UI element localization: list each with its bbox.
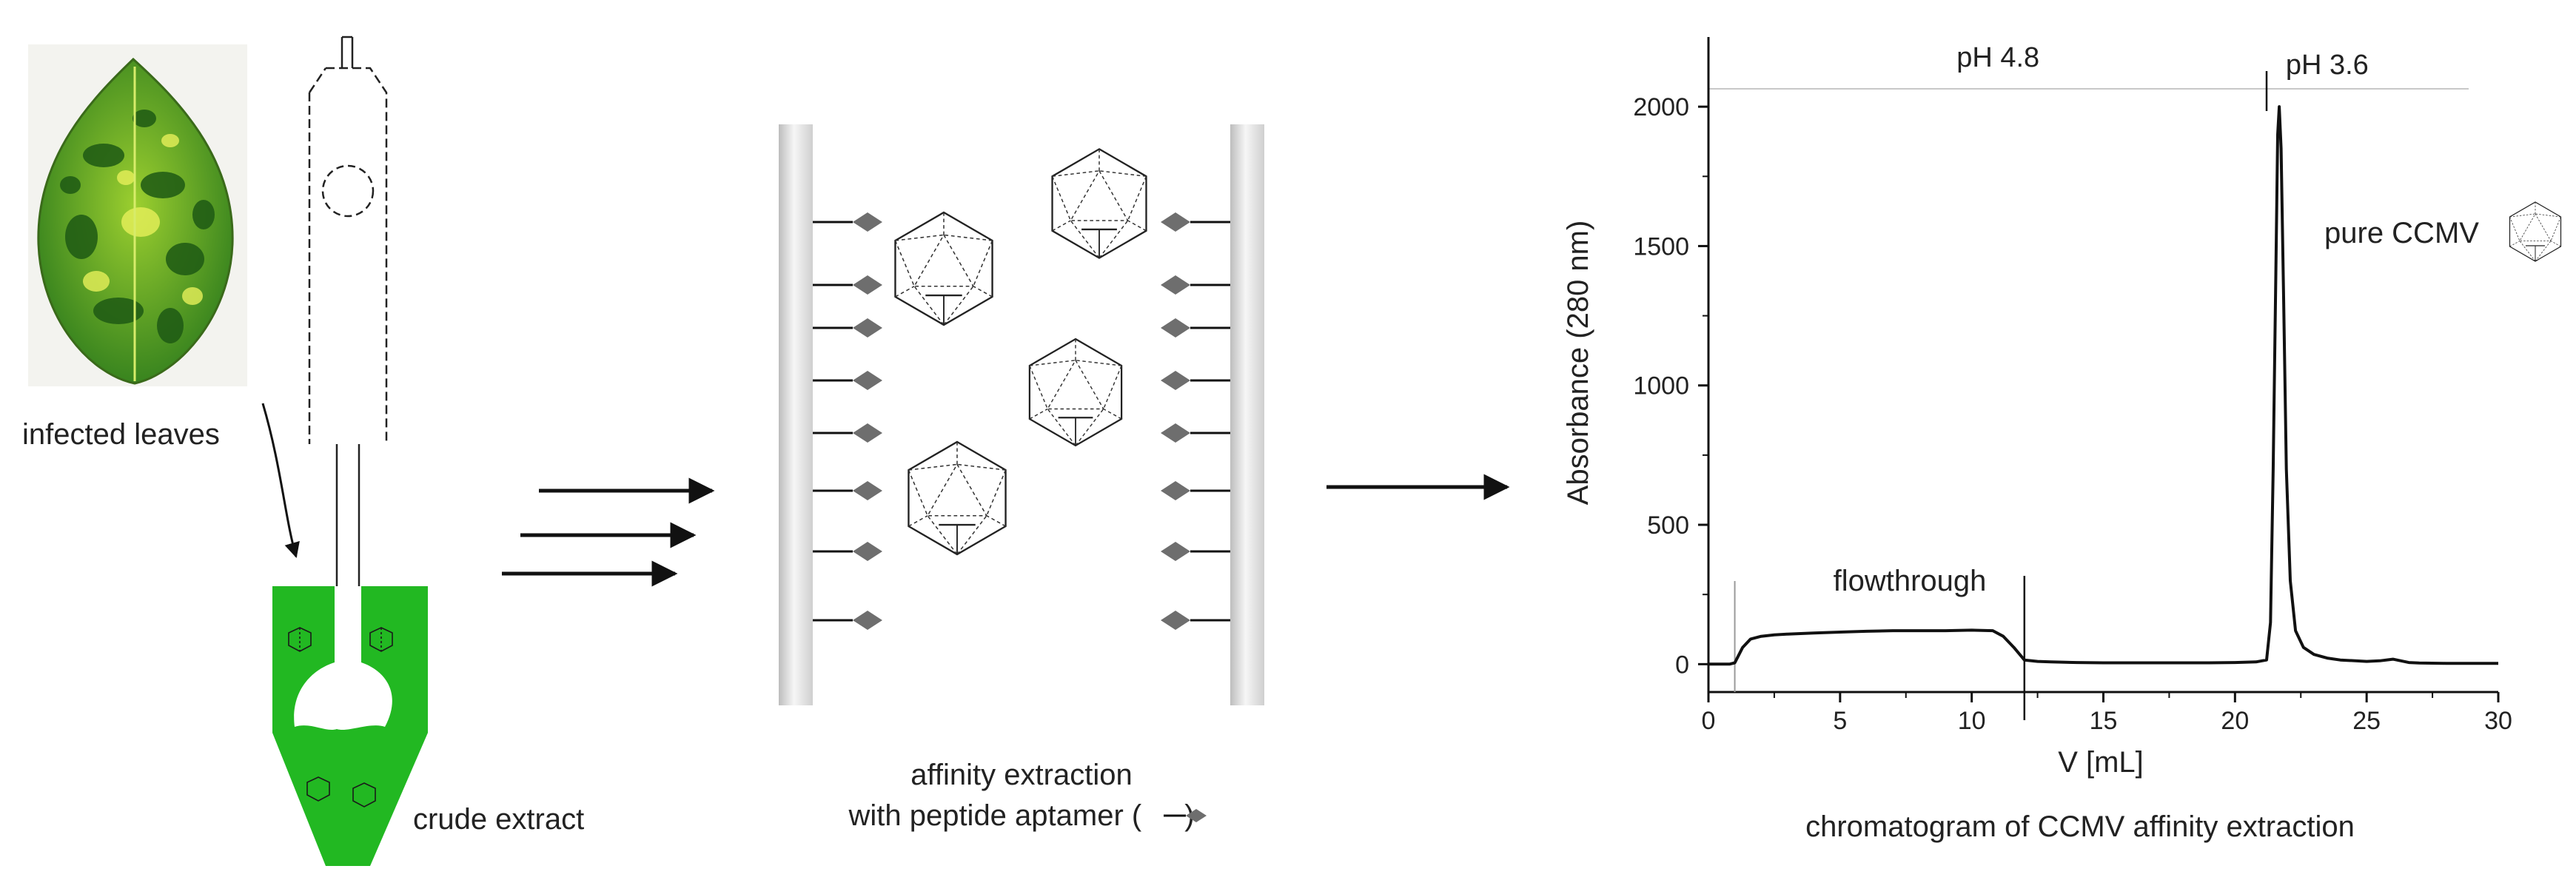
- aptamer-left-1: [813, 212, 882, 232]
- aptamer-right-6: [1161, 481, 1230, 500]
- chromatogram-chart: 0 5 10 15 20 25 30 0 500 1000 1500 2000 pH 4.8 pH 3.…: [1633, 37, 2562, 735]
- infected-leaves-label: infected leaves: [22, 418, 220, 451]
- ph-label-3-6: pH 3.6: [2286, 50, 2369, 81]
- x-tick-label: 15: [2090, 707, 2118, 735]
- aptamer-left-4: [813, 371, 882, 390]
- left-plate: [779, 124, 813, 705]
- right-plate: [1230, 124, 1264, 705]
- ccmv-particle-3: [1028, 338, 1123, 447]
- y-tick-label: 1000: [1633, 372, 1689, 400]
- chromatogram-caption: chromatogram of CCMV affinity extraction: [1805, 810, 2355, 843]
- caption-prefix: with peptide aptamer (: [848, 799, 1141, 832]
- x-axis-label: V [mL]: [2058, 746, 2144, 779]
- affinity-caption-line1: affinity extraction: [910, 759, 1132, 791]
- aptamer-left-8: [813, 611, 882, 630]
- aptamer-right-2: [1161, 275, 1230, 295]
- x-tick-label: 5: [1833, 707, 1847, 735]
- aptamer-right-1: [1161, 212, 1230, 232]
- aptamer-right-8: [1161, 611, 1230, 630]
- x-tick-label: 30: [2484, 707, 2512, 735]
- y-tick-label: 1500: [1633, 232, 1689, 261]
- aptamers-right: [1161, 212, 1230, 630]
- aptamer-left-6: [813, 481, 882, 500]
- middle-panel: affinity extraction with peptide aptamer…: [779, 124, 1264, 832]
- flowthrough-label: flowthrough: [1834, 565, 1987, 597]
- y-tick-label: 2000: [1633, 93, 1689, 121]
- y-axis-label: Absorbance (280 nm): [1562, 221, 1594, 506]
- aptamer-right-4: [1161, 371, 1230, 390]
- aptamer-left-3: [813, 318, 882, 338]
- infected-leaf-image: [28, 44, 247, 386]
- y-tick-label: 0: [1675, 651, 1689, 679]
- ccmv-particle-2: [1051, 148, 1147, 259]
- pure-ccmv-icon: [2509, 201, 2562, 262]
- absorbance-trace: [1708, 105, 2498, 666]
- aptamer-left-2: [813, 275, 882, 295]
- aptamer-left-5: [813, 423, 882, 443]
- crude-extract-label: crude extract: [413, 803, 584, 836]
- x-tick-label: 10: [1958, 707, 1986, 735]
- y-tick-label: 500: [1647, 511, 1689, 540]
- homogenizer-outline: [308, 36, 388, 629]
- flow-arrows-1: [502, 477, 715, 587]
- x-tick-label: 20: [2221, 707, 2249, 735]
- x-tick-label: 25: [2352, 707, 2381, 735]
- left-panel: infected leaves: [22, 36, 584, 867]
- affinity-caption-line2: with peptide aptamer (): [848, 799, 1194, 832]
- x-tick-label: 0: [1702, 707, 1716, 735]
- aptamers-left: [813, 212, 882, 630]
- leaf-to-tube-arrow: [261, 403, 300, 559]
- extract-tube: [272, 533, 429, 867]
- aptamer-legend-icon: [1164, 809, 1207, 822]
- aptamer-right-3: [1161, 318, 1230, 338]
- aptamer-left-7: [813, 542, 882, 561]
- aptamer-right-5: [1161, 423, 1230, 443]
- pure-ccmv-label: pure CCMV: [2324, 217, 2479, 249]
- ph-label-4-8: pH 4.8: [1956, 42, 2039, 73]
- ccmv-particle-4: [908, 440, 1007, 556]
- ccmv-particle-1: [894, 211, 993, 326]
- aptamer-right-7: [1161, 542, 1230, 561]
